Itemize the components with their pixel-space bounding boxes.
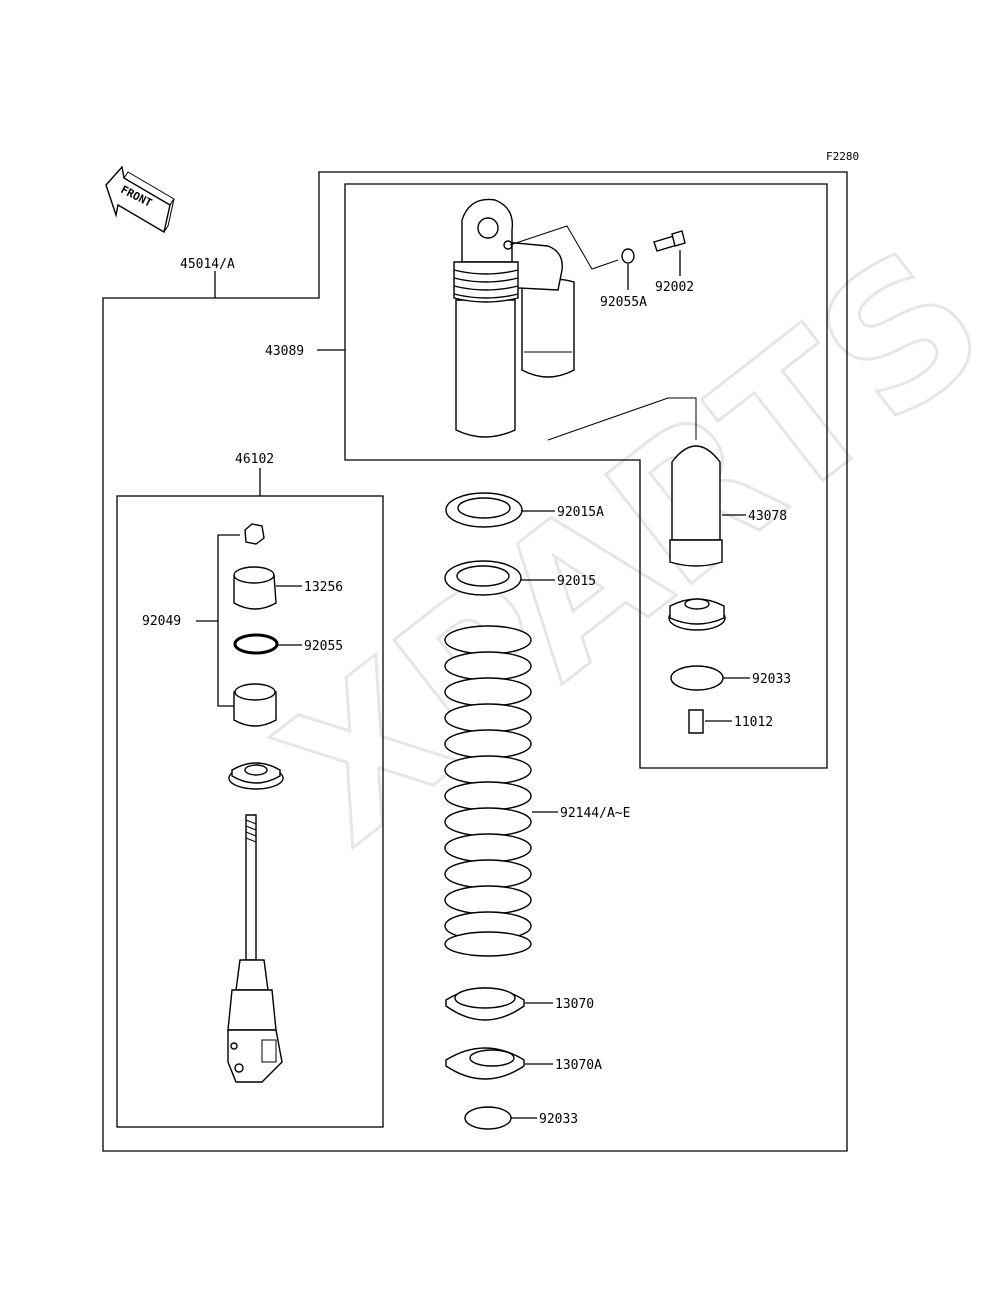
label-45014a: 45014/A <box>180 257 235 272</box>
bolt-92002 <box>653 230 686 252</box>
label-13070a: 13070A <box>555 1058 602 1073</box>
reservoir-cap <box>668 598 726 631</box>
label-92002: 92002 <box>655 280 694 295</box>
shock-body-frame <box>344 183 828 769</box>
label-92055: 92055 <box>304 639 343 654</box>
oring-92055 <box>233 633 279 655</box>
lock-nut-92015a <box>445 492 523 528</box>
label-92033-bottom: 92033 <box>539 1112 578 1127</box>
label-92144: 92144/A~E <box>560 806 630 821</box>
front-arrow-icon: FRONT <box>105 165 175 234</box>
circlip-right <box>670 665 724 691</box>
seat-washer <box>228 762 284 790</box>
valve-11012 <box>688 709 704 734</box>
bushing-lower <box>233 683 277 727</box>
label-13070: 13070 <box>555 997 594 1012</box>
label-92015a: 92015A <box>557 505 604 520</box>
spring-seat-13070 <box>445 987 525 1021</box>
shock-body <box>453 198 619 438</box>
label-43089: 43089 <box>265 344 304 359</box>
damper-rod <box>227 814 283 1083</box>
label-92015: 92015 <box>557 574 596 589</box>
small-nut <box>244 523 265 545</box>
label-92049: 92049 <box>142 614 181 629</box>
lock-nut-92015 <box>444 560 522 596</box>
label-11012: 11012 <box>734 715 773 730</box>
reservoir-43078 <box>669 445 723 567</box>
figure-code: F2280 <box>826 150 859 163</box>
label-43078: 43078 <box>748 509 787 524</box>
label-13256: 13256 <box>304 580 343 595</box>
circlip-bottom <box>464 1106 512 1130</box>
bushing-13256 <box>233 566 277 610</box>
label-46102: 46102 <box>235 452 274 467</box>
label-92033-right: 92033 <box>752 672 791 687</box>
label-92055a: 92055A <box>600 295 647 310</box>
assembly-frame <box>102 171 848 1152</box>
spring-92144 <box>444 625 532 957</box>
spring-seat-13070a <box>445 1047 525 1080</box>
rod-assembly-frame <box>116 495 384 1128</box>
oring-92055a <box>621 248 635 264</box>
